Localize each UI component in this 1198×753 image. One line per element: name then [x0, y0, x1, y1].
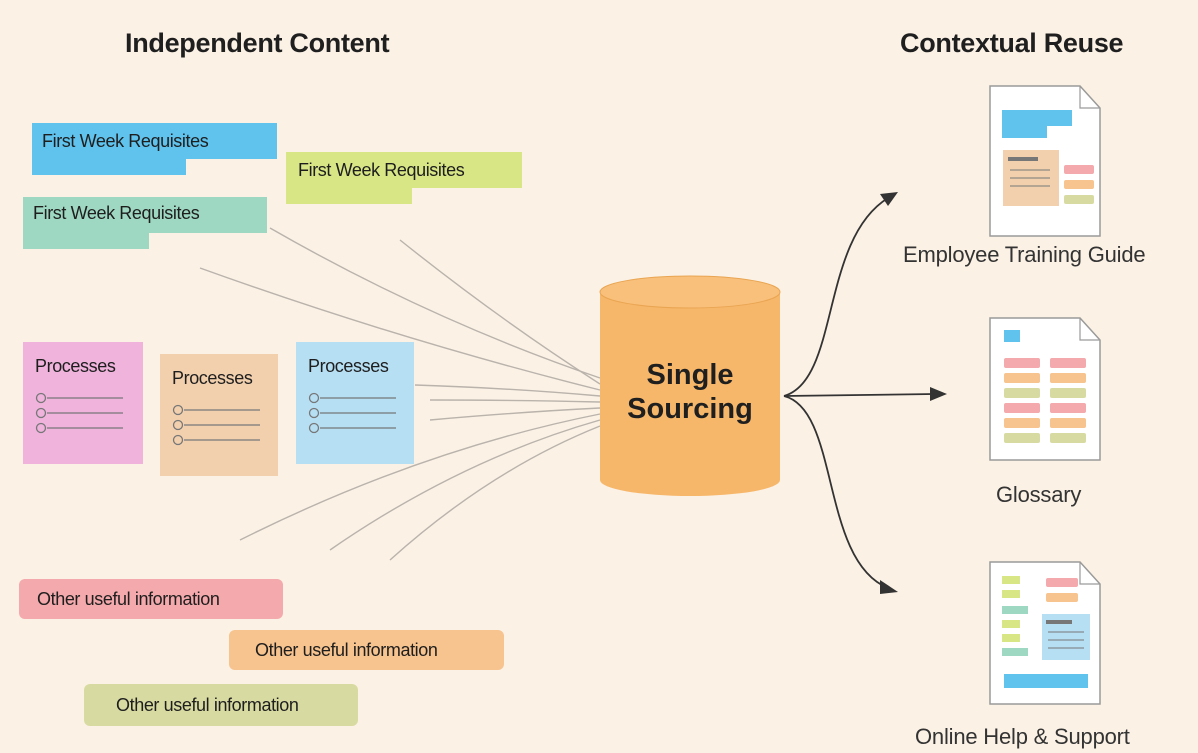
- connector-line: [239, 413, 601, 541]
- processes-card: Processes: [23, 342, 143, 464]
- glossary-caption: Glossary: [996, 482, 1082, 507]
- connector-line: [269, 227, 601, 379]
- arrowhead-icon: [930, 387, 947, 401]
- arrow-to-glossary: [783, 393, 936, 397]
- glossary-document-icon: [989, 317, 1101, 461]
- connector-line: [414, 384, 601, 397]
- list-bullets-icon: [35, 392, 123, 434]
- requisite-label: First Week Requisites: [33, 203, 200, 223]
- single-sourcing-line2: Sourcing: [627, 393, 753, 425]
- other-info-label: Other useful information: [37, 588, 220, 609]
- arrow-to-help-support: [783, 395, 889, 589]
- connector-line: [399, 239, 601, 385]
- contextual-reuse-heading: Contextual Reuse: [900, 28, 1124, 58]
- requisite-label: First Week Requisites: [298, 160, 465, 180]
- list-bullets-icon: [172, 404, 260, 446]
- connector-line: [199, 267, 601, 391]
- independent-content-heading: Independent Content: [125, 28, 390, 58]
- training-guide-document-icon: [989, 85, 1101, 237]
- other-info-label: Other useful information: [116, 694, 299, 715]
- connector-line: [329, 419, 601, 551]
- requisite-label: First Week Requisites: [42, 131, 209, 151]
- processes-card: Processes: [160, 354, 278, 476]
- help-support-caption: Online Help & Support: [915, 724, 1130, 749]
- other-info-pill: Other useful information: [84, 684, 358, 726]
- processes-card: Processes: [296, 342, 414, 464]
- arrow-to-training-guide: [783, 197, 889, 397]
- single-sourcing-line1: Single: [646, 359, 734, 391]
- other-info-pill: Other useful information: [19, 579, 283, 619]
- arrowhead-icon: [880, 580, 898, 594]
- connector-line: [389, 425, 601, 561]
- list-bullets-icon: [308, 392, 396, 434]
- other-info-pill: Other useful information: [229, 630, 504, 670]
- other-info-label: Other useful information: [255, 639, 438, 660]
- processes-title: Processes: [35, 356, 116, 376]
- training-guide-caption: Employee Training Guide: [903, 242, 1146, 267]
- connector-line: [429, 407, 601, 421]
- processes-title: Processes: [172, 368, 253, 388]
- processes-title: Processes: [308, 356, 389, 376]
- connector-line: [429, 399, 601, 403]
- single-sourcing-label: Single Sourcing: [600, 358, 780, 426]
- arrowhead-icon: [880, 192, 898, 206]
- help-support-document-icon: [989, 561, 1101, 705]
